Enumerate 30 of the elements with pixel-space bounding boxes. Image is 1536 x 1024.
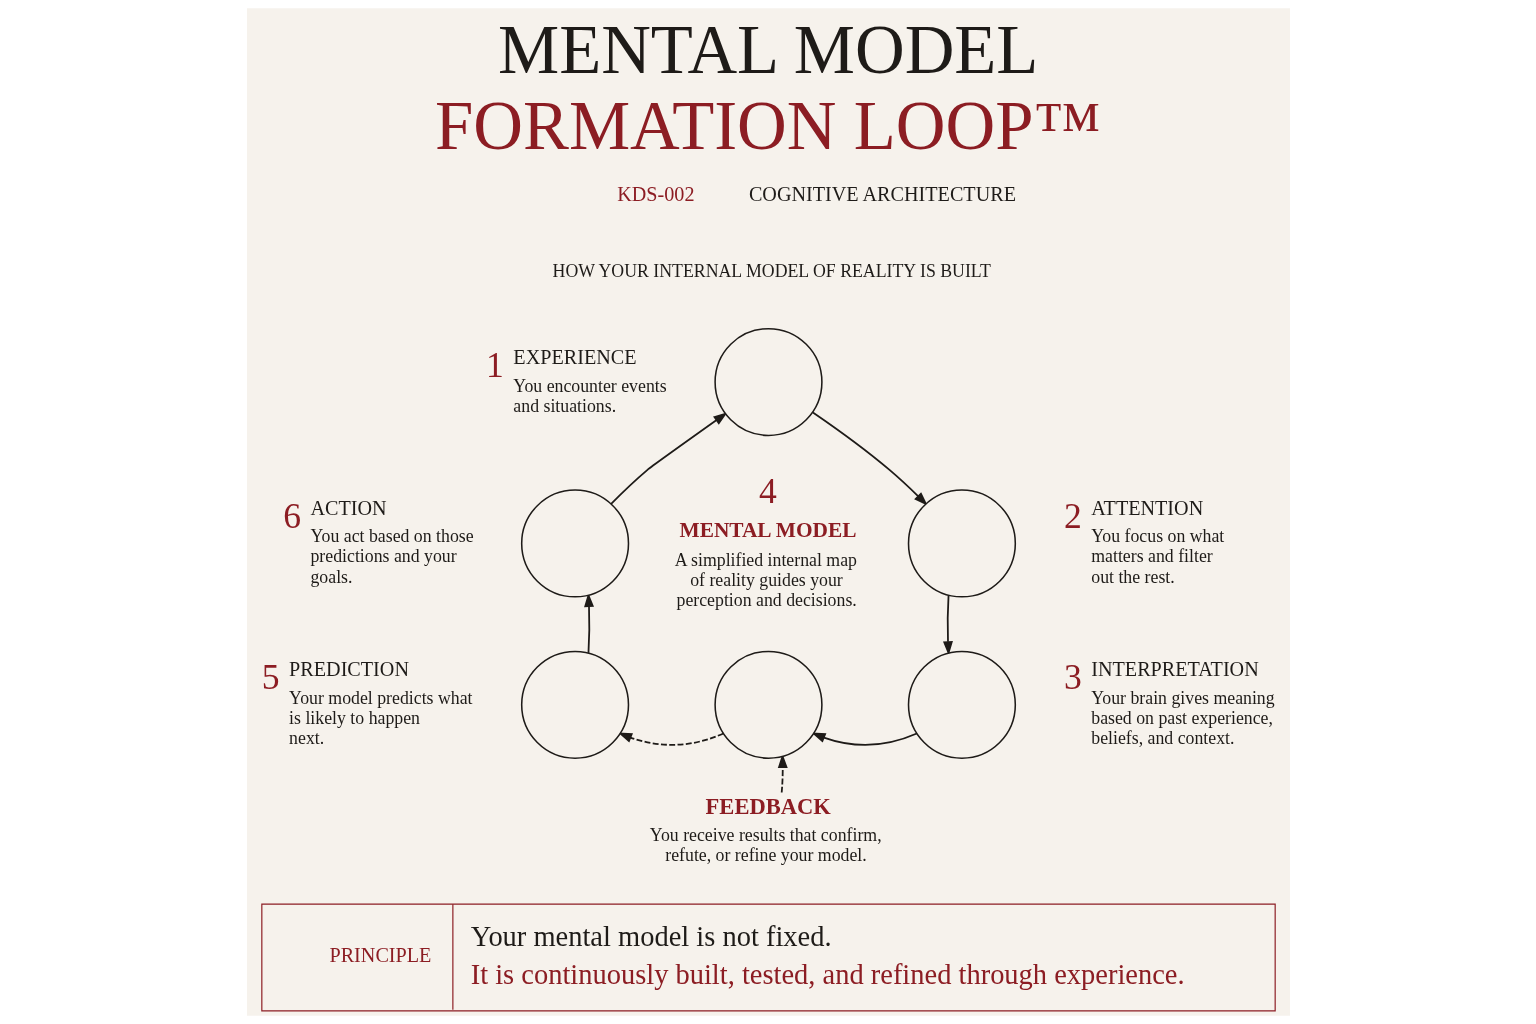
node-label: ACTION — [309, 496, 387, 519]
node-label: A simplified internal map of reality guides your perception and decisions. — [674, 549, 857, 611]
node-circle — [520, 650, 629, 759]
node-label: Your model predicts what is likely to happen next. — [288, 687, 473, 748]
node-circle — [520, 489, 629, 598]
node-circle — [713, 650, 823, 759]
node-label: 6 — [282, 496, 301, 537]
node-label: ATTENTION — [1090, 496, 1203, 519]
label: KDS-002 — [616, 182, 694, 205]
arrow — [609, 412, 728, 505]
node-label: 5 — [261, 657, 280, 698]
label: COGNITIVE ARCHITECTURE — [748, 182, 1016, 205]
node-label: MENTAL MODEL — [679, 517, 856, 542]
node-label: 2 — [1063, 496, 1082, 537]
label: HOW YOUR INTERNAL MODEL OF REALITY IS BUILT — [552, 261, 991, 282]
diagram-title: MENTAL MODEL FORMATION LOOP™ — [434, 11, 1101, 164]
node-label: 4 — [758, 471, 777, 512]
node-label: You focus on what matters and filter out the rest. — [1090, 526, 1224, 587]
arrow — [617, 732, 724, 746]
node-label: PREDICTION — [288, 657, 409, 680]
node-label: 3 — [1063, 657, 1082, 698]
node-label: Your brain gives meaning based on past experience, beliefs, and context. — [1090, 687, 1275, 748]
node-text: FEEDBACK You receive results that confirm, refute, or refine your model. — [649, 793, 882, 865]
node-label: INTERPRETATION — [1090, 657, 1259, 680]
node-label: You act based on those predictions and your goals. — [309, 526, 474, 587]
node-label: You encounter events and situations. — [512, 375, 667, 416]
arrow — [811, 411, 928, 506]
node-circle — [907, 650, 1016, 759]
node-label: EXPERIENCE — [512, 345, 637, 368]
node-label: 1 — [485, 345, 504, 386]
